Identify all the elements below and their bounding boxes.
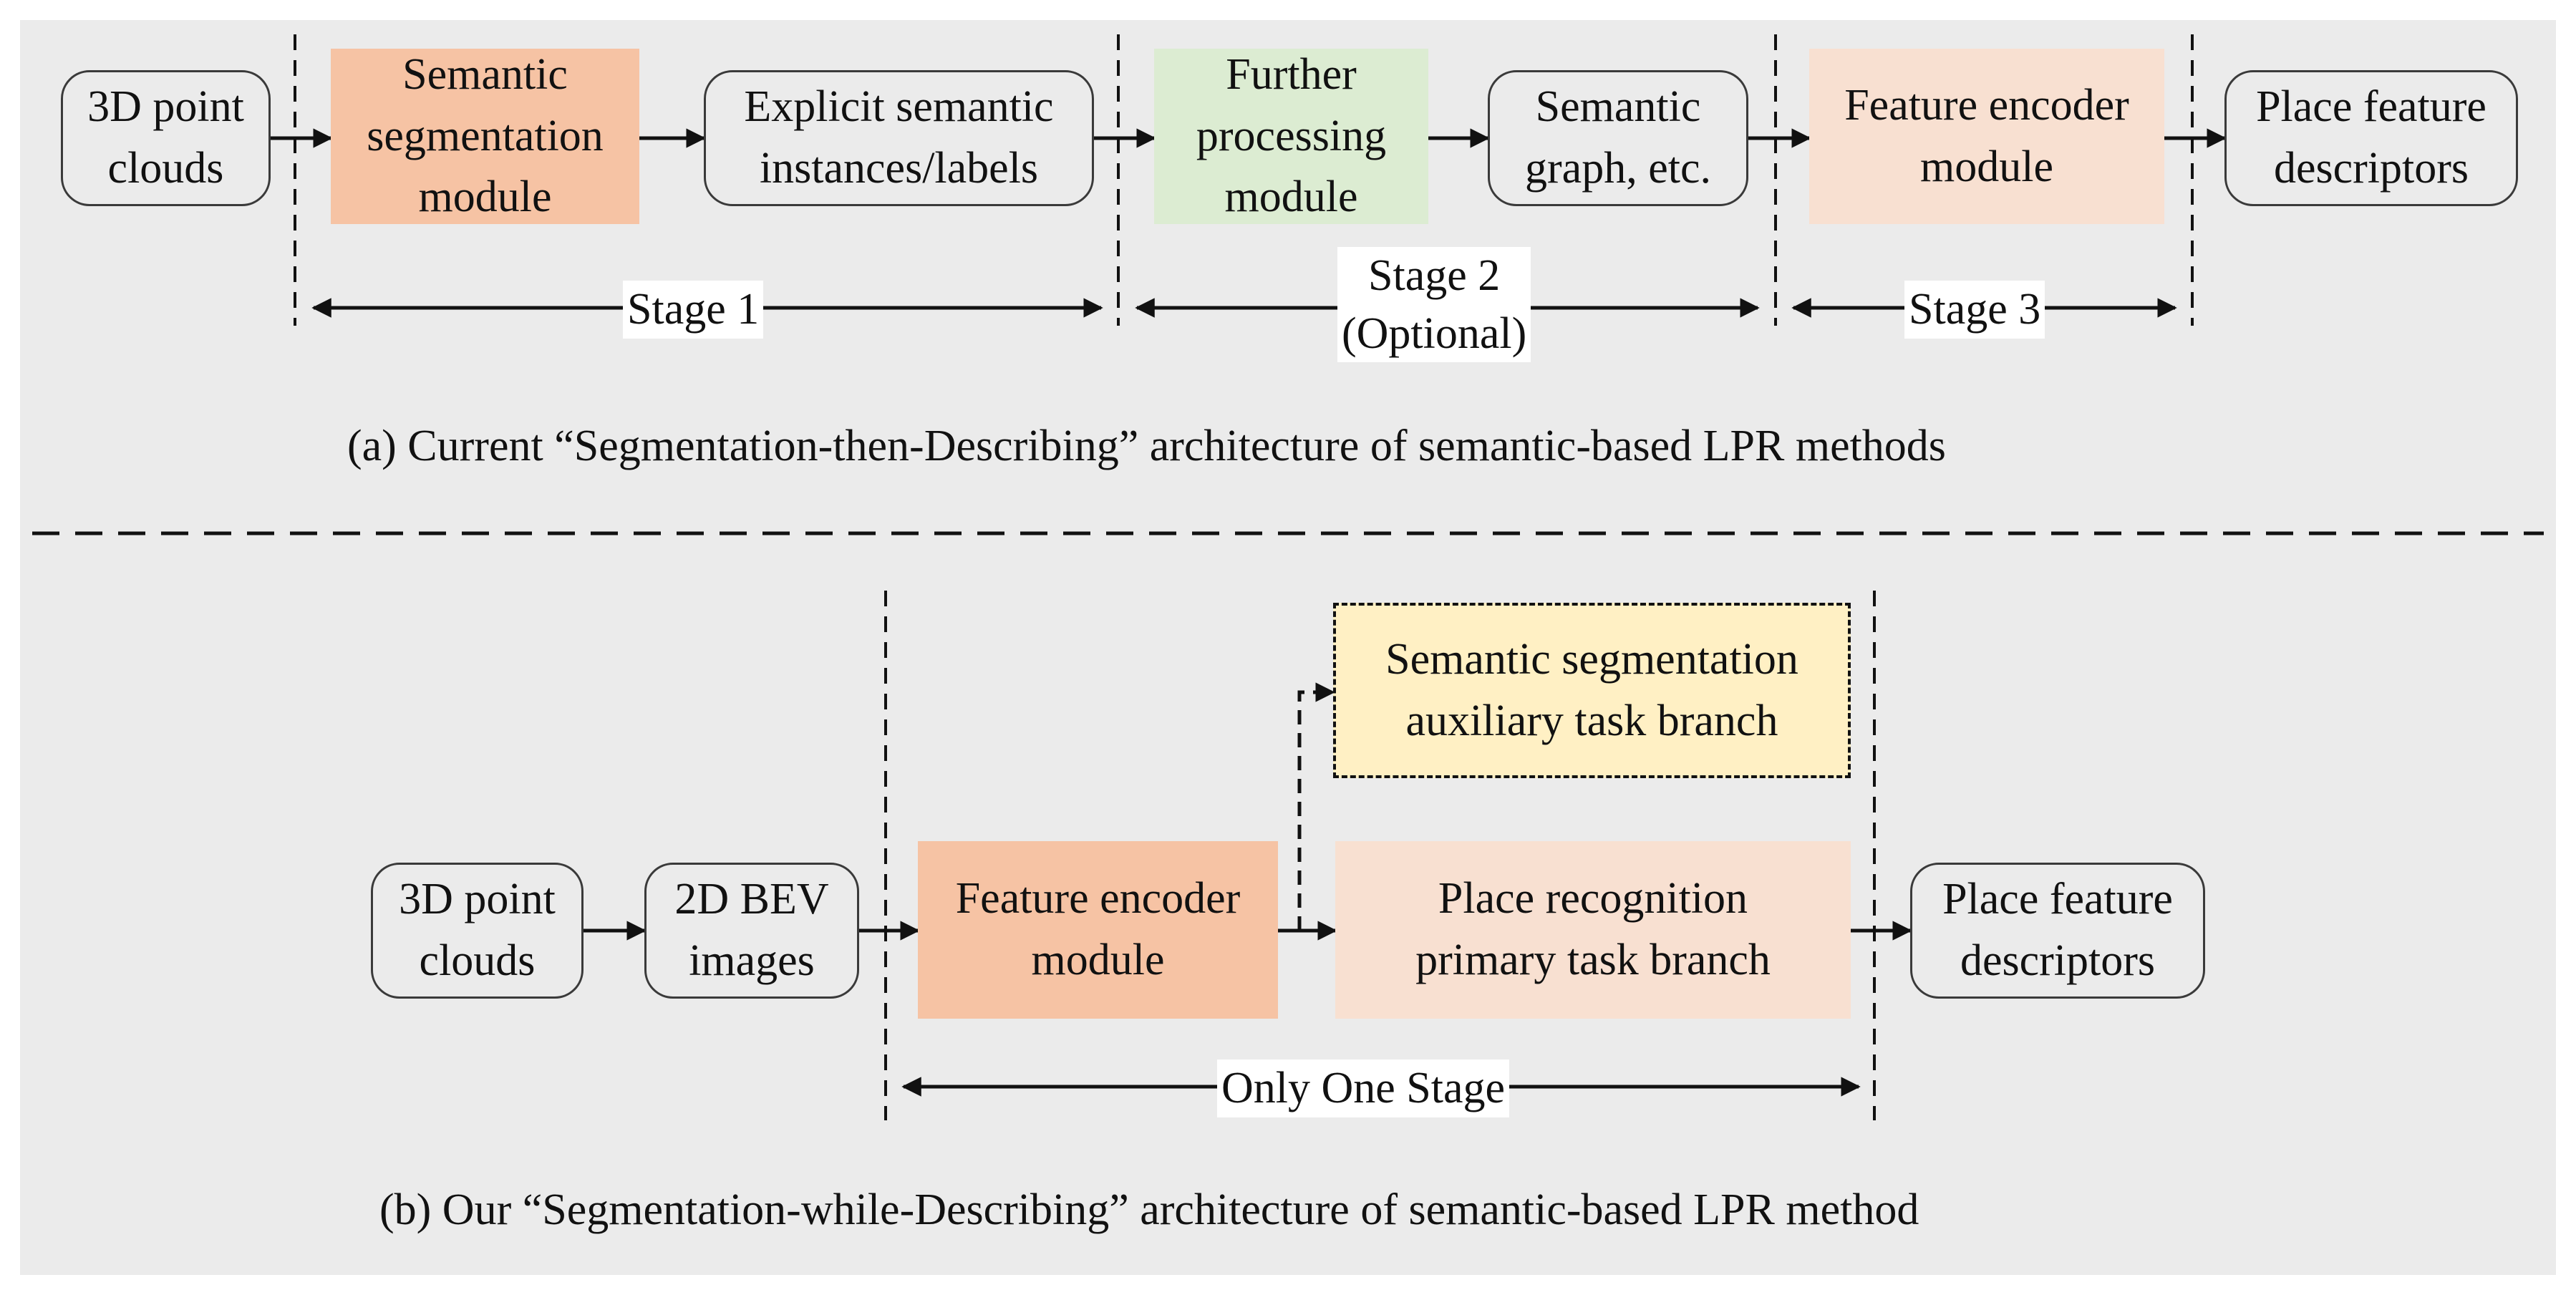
bottom-node-primary-branch: Place recognition primary task branch <box>1335 841 1851 1019</box>
bottom-node-descriptors: Place feature descriptors <box>1910 863 2205 999</box>
top-node-semantic-graph: Semantic graph, etc. <box>1488 70 1748 206</box>
stage1-label: Stage 1 <box>623 281 764 339</box>
arrow-encoder-to-auxiliary <box>1297 682 1335 931</box>
top-node-segmentation-module: Semantic segmentation module <box>331 49 639 224</box>
bottom-node-bev-images: 2D BEV images <box>644 863 859 999</box>
stage3-label: Stage 3 <box>1904 281 2045 339</box>
stage2-label: Stage 2 (Optional) <box>1337 247 1531 363</box>
bottom-node-auxiliary-branch: Semantic segmentation auxiliary task bra… <box>1333 603 1851 778</box>
top-node-point-clouds: 3D point clouds <box>61 70 271 206</box>
top-node-feature-encoder: Feature encoder module <box>1809 49 2164 224</box>
caption-b: (b) Our “Segmentation-while-Describing” … <box>379 1185 1919 1234</box>
caption-a: (a) Current “Segmentation-then-Describin… <box>347 422 1946 470</box>
bottom-node-feature-encoder: Feature encoder module <box>918 841 1278 1019</box>
top-node-explicit-labels: Explicit semantic instances/labels <box>704 70 1094 206</box>
bottom-node-point-clouds: 3D point clouds <box>371 863 584 999</box>
top-node-further-processing: Further processing module <box>1154 49 1428 224</box>
only-one-stage-label: Only One Stage <box>1217 1059 1510 1117</box>
top-node-descriptors: Place feature descriptors <box>2224 70 2518 206</box>
